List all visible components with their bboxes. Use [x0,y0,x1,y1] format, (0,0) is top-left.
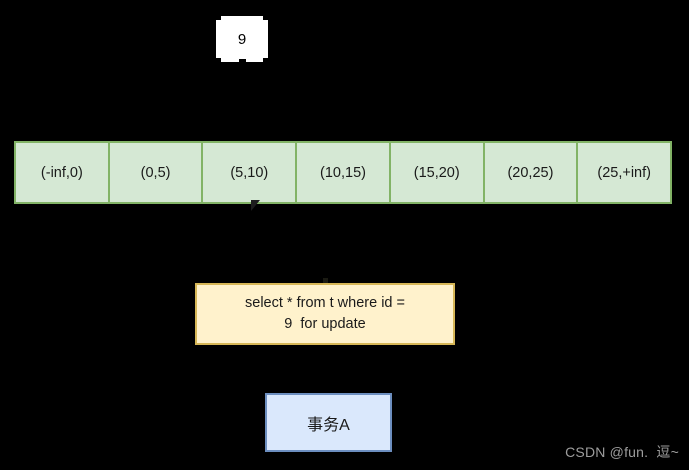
gap-interval-row: (-inf,0) (0,5) (5,10) (10,15) (15,20) (2… [14,141,672,204]
gap-cell-20-25: (20,25) [485,143,579,202]
value-box-notch-bottom-center [239,59,246,62]
transaction-a-label: 事务A [307,416,350,434]
gap-cell-0-5: (0,5) [110,143,204,202]
value-box-notch-bottom-right [263,58,268,62]
gap-cell-15-20: (15,20) [391,143,485,202]
value-box: 9 [216,16,268,62]
lock-arrow-icon [251,200,260,211]
watermark-text: CSDN @fun. 逗~ [565,444,679,460]
gap-cell-25-pos-inf: (25,+inf) [597,164,651,181]
transaction-a-box: 事务A [265,393,392,452]
gap-cell-5-10: (5,10) [203,143,298,202]
value-box-label: 9 [237,30,247,48]
gap-cell-neg-inf-0: (-inf,0) [16,143,110,202]
gap-cell-10-15: (10,15) [297,143,391,202]
sql-statement-box: select * from t where id = 9 for update [195,283,455,345]
value-box-notch-top-left [216,16,221,20]
value-box-notch-top-right [263,16,268,20]
sql-connector-icon [323,278,328,284]
sql-statement-line-1: select * from t where id = [245,294,405,311]
value-box-notch-bottom-left [216,58,221,62]
sql-statement-line-2: 9 for update [284,316,366,332]
